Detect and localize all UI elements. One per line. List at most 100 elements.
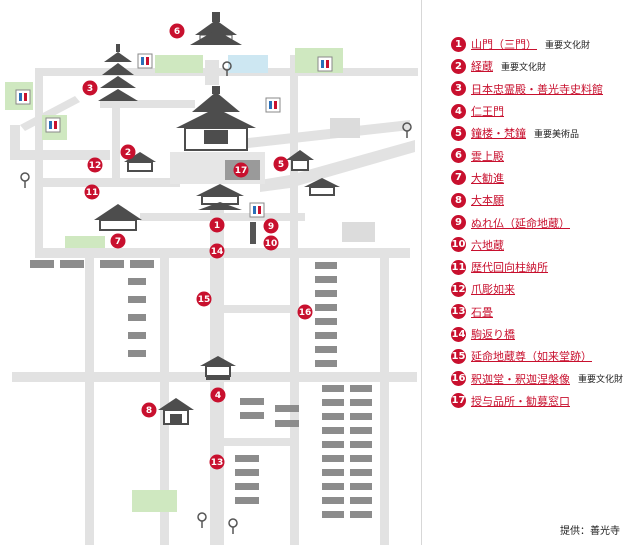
legend-link[interactable]: 鐘楼・梵鐘 (471, 127, 526, 141)
info-post-icon (20, 61, 412, 534)
svg-text:10: 10 (265, 239, 278, 249)
building-block (330, 118, 360, 138)
parking-blocks (30, 260, 372, 518)
jizo-statue (250, 222, 256, 244)
legend-link[interactable]: 大本願 (471, 194, 504, 208)
divider (421, 0, 422, 545)
temple-map[interactable]: 1 2 3 4 5 6 7 8 9 10 11 12 13 14 15 16 1… (0, 0, 418, 545)
number-badge: 15 (451, 348, 466, 364)
marker-3[interactable]: 3 (82, 80, 98, 96)
number-badge: 10 (451, 237, 466, 253)
marker-10[interactable]: 10 (263, 235, 279, 251)
marker-12[interactable]: 12 (87, 157, 103, 173)
nioumon-building (200, 356, 236, 380)
legend-item-10[interactable]: 10 六地蔵 (451, 234, 636, 256)
legend-link[interactable]: 雲上殿 (471, 149, 504, 163)
location-markers: 1 2 3 4 5 6 7 8 9 10 11 12 13 14 15 16 1… (82, 23, 313, 470)
legend-item-9[interactable]: 9 ぬれ仏（延命地蔵） (451, 211, 636, 233)
svg-text:7: 7 (115, 237, 121, 247)
legend-link[interactable]: 爪彫如来 (471, 283, 515, 297)
number-badge: 17 (451, 393, 466, 409)
legend-link[interactable]: 授与品所・勧募窓口 (471, 394, 570, 408)
svg-text:11: 11 (86, 188, 99, 198)
restroom-icon (15, 53, 333, 218)
marker-11[interactable]: 11 (84, 184, 100, 200)
legend-item-15[interactable]: 15 延命地蔵尊（如来堂跡） (451, 345, 636, 367)
number-badge: 8 (451, 192, 466, 208)
daihongan-building (158, 398, 194, 425)
legend: 1 山門（三門） 重要文化財 2 経蔵 重要文化財 3 日本忠霊殿・善光寺史料館 4 仁王門… (451, 33, 636, 412)
marker-17[interactable]: 17 (233, 162, 249, 178)
svg-text:9: 9 (268, 222, 274, 232)
heritage-badge: 重要文化財 (545, 40, 591, 51)
legend-item-8[interactable]: 8 大本願 (451, 189, 636, 211)
number-badge: 6 (451, 148, 466, 164)
bell-tower-building (286, 150, 314, 171)
svg-text:5: 5 (278, 160, 284, 170)
svg-text:8: 8 (146, 406, 152, 416)
daikanjin-building (94, 204, 142, 231)
credit-text: 提供：善光寺 (560, 526, 620, 537)
legend-link[interactable]: 山門（三門） (471, 38, 537, 52)
legend-link[interactable]: 大勧進 (471, 171, 504, 185)
svg-text:13: 13 (211, 458, 224, 468)
legend-item-11[interactable]: 11 歴代回向柱納所 (451, 256, 636, 278)
legend-item-3[interactable]: 3 日本忠霊殿・善光寺史料館 (451, 78, 636, 100)
marker-1[interactable]: 1 (209, 217, 225, 233)
legend-item-7[interactable]: 7 大勧進 (451, 167, 636, 189)
svg-text:12: 12 (89, 161, 102, 171)
svg-text:1: 1 (214, 221, 220, 231)
legend-item-17[interactable]: 17 授与品所・勧募窓口 (451, 390, 636, 412)
legend-item-4[interactable]: 4 仁王門 (451, 100, 636, 122)
svg-text:17: 17 (235, 166, 248, 176)
marker-5[interactable]: 5 (273, 156, 289, 172)
svg-text:14: 14 (211, 247, 224, 257)
pond (228, 55, 268, 73)
svg-text:15: 15 (198, 295, 211, 305)
legend-link[interactable]: 延命地蔵尊（如来堂跡） (471, 350, 592, 364)
marker-4[interactable]: 4 (210, 387, 226, 403)
legend-link[interactable]: ぬれ仏（延命地蔵） (471, 216, 570, 230)
legend-link[interactable]: 日本忠霊殿・善光寺史料館 (471, 82, 603, 96)
marker-2[interactable]: 2 (120, 144, 136, 160)
svg-text:16: 16 (299, 308, 312, 318)
legend-link[interactable]: 駒返り橋 (471, 328, 515, 341)
number-badge: 7 (451, 170, 466, 186)
unjoden-building (190, 12, 242, 45)
legend-link[interactable]: 仁王門 (471, 105, 504, 119)
number-badge: 11 (451, 259, 466, 275)
svg-text:6: 6 (174, 27, 180, 37)
number-badge: 16 (451, 371, 466, 387)
number-badge: 9 (451, 215, 466, 231)
sutra-house-building (124, 152, 156, 172)
marker-9[interactable]: 9 (263, 218, 279, 234)
legend-item-6[interactable]: 6 雲上殿 (451, 144, 636, 166)
marker-8[interactable]: 8 (141, 402, 157, 418)
marker-13[interactable]: 13 (209, 454, 225, 470)
legend-link[interactable]: 経蔵 (471, 60, 493, 74)
number-badge: 1 (451, 36, 466, 52)
marker-6[interactable]: 6 (169, 23, 185, 39)
marker-14[interactable]: 14 (209, 243, 225, 259)
building-block (342, 222, 375, 242)
legend-link[interactable]: 六地蔵 (471, 238, 504, 252)
pagoda-building (98, 44, 138, 101)
side-hall-building (304, 178, 340, 196)
marker-7[interactable]: 7 (110, 233, 126, 249)
svg-text:4: 4 (215, 391, 221, 401)
legend-item-1[interactable]: 1 山門（三門） 重要文化財 (451, 33, 636, 55)
legend-link[interactable]: 石畳 (471, 305, 493, 319)
number-badge: 2 (451, 58, 466, 74)
marker-16[interactable]: 16 (297, 304, 313, 320)
number-badge: 4 (451, 103, 466, 119)
marker-15[interactable]: 15 (196, 291, 212, 307)
number-badge: 3 (451, 81, 466, 97)
legend-link[interactable]: 釈迦堂・釈迦涅槃像 (471, 372, 570, 386)
legend-link[interactable]: 歴代回向柱納所 (471, 261, 548, 275)
